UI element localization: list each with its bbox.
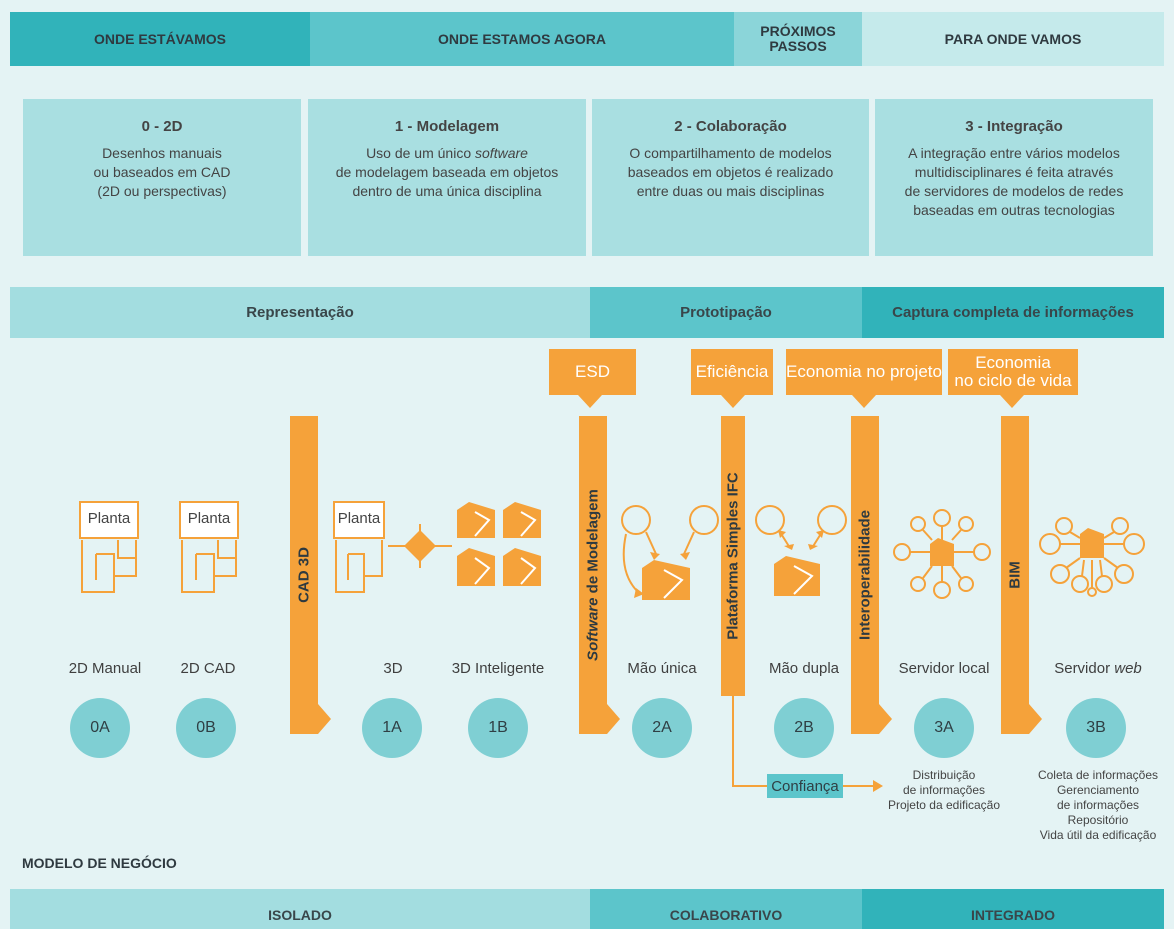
stage-circle-3b: 3B xyxy=(1066,698,1126,758)
planta-icon: Planta xyxy=(332,500,386,594)
header-onde-estamos-agora: ONDE ESTAMOS AGORA xyxy=(310,12,734,66)
stage-label-1a: 3D xyxy=(383,660,403,677)
band-representacao: Representação xyxy=(10,287,590,338)
pillar-label-emphasis: Software xyxy=(584,597,602,661)
3d-diamond-icon xyxy=(388,524,452,568)
mao-dupla-network-icon xyxy=(755,505,847,596)
planta-icon: Planta xyxy=(178,500,240,594)
card-description: Desenhos manuais ou baseados em CAD (2D … xyxy=(93,145,231,199)
card-modelagem: 1 - Modelagem Uso de um único software d… xyxy=(308,99,586,256)
pillar-label: BIM xyxy=(1006,561,1024,589)
stage-label-emphasis: web xyxy=(1114,660,1142,677)
stage-label-part: Servidor xyxy=(1054,660,1115,677)
header-para-onde-vamos: PARA ONDE VAMOS xyxy=(862,12,1164,66)
servidor-local-hub-icon xyxy=(893,509,991,599)
footer-label: ISOLADO xyxy=(268,907,332,923)
stage-label-0a: 2D Manual xyxy=(68,660,142,677)
tag-economia-projeto: Economia no projeto xyxy=(786,349,942,395)
planta-label: Planta xyxy=(337,510,381,527)
pillar-interoperabilidade: Interoperabilidade xyxy=(851,416,879,734)
band-prototipacao: Prototipação xyxy=(590,287,862,338)
stage-circle-0a: 0A xyxy=(70,698,130,758)
pillar-plataforma-ifc: Plataforma Simples IFC xyxy=(721,416,745,696)
tag-eficiencia-arrow xyxy=(721,395,745,408)
tag-economia-ciclo-arrow xyxy=(1000,395,1024,408)
stage-label-1b: 3D Inteligente xyxy=(451,660,545,677)
band-captura: Captura completa de informações xyxy=(862,287,1164,338)
pillar-bim: BIM xyxy=(1001,416,1029,734)
footer-label: INTEGRADO xyxy=(971,907,1055,923)
header-proximos-passos: PRÓXIMOS PASSOS xyxy=(734,12,862,66)
tag-esd: ESD xyxy=(549,349,636,395)
stage-circle-2b: 2B xyxy=(774,698,834,758)
pillar-label-rest: de Modelagem xyxy=(584,489,602,598)
pillar-label: Plataforma Simples IFC xyxy=(724,472,742,640)
pillar-cad-3d: CAD 3D xyxy=(290,416,318,734)
card-title: 0 - 2D xyxy=(141,118,183,135)
stage-circle-2a: 2A xyxy=(632,698,692,758)
card-description: A integração entre vários modelos multid… xyxy=(904,145,1124,218)
note-servidor-web: Coleta de informações Gerenciamento de i… xyxy=(1037,768,1159,842)
footer-label: COLABORATIVO xyxy=(669,907,783,923)
stage-label-3a: Servidor local xyxy=(898,660,990,677)
card-desc-part: Uso de um único xyxy=(366,145,476,161)
3d-cubes-icon xyxy=(457,502,541,586)
card-integracao: 3 - Integração A integração entre vários… xyxy=(875,99,1153,256)
note-servidor-local: Distribuição de informações Projeto da e… xyxy=(887,768,1001,812)
tag-esd-arrow xyxy=(578,395,602,408)
footer-integrado: INTEGRADO xyxy=(862,889,1164,929)
stage-label-2a: Mão única xyxy=(627,660,697,677)
card-title: 1 - Modelagem xyxy=(394,118,500,135)
card-description: O compartilhamento de modelos baseados e… xyxy=(627,145,834,199)
planta-label: Planta xyxy=(187,510,231,527)
footer-isolado: ISOLADO xyxy=(10,889,590,929)
pillar-software-modelagem: Software de Modelagem xyxy=(579,416,607,734)
card-desc-emphasis: software xyxy=(475,145,528,161)
servidor-web-hub-icon xyxy=(1039,517,1145,597)
stage-label-2b: Mão dupla xyxy=(768,660,840,677)
pillar-interop-arrow xyxy=(879,704,892,734)
tag-economia-ciclo: Economia no ciclo de vida xyxy=(948,349,1078,395)
header-onde-estavamos: ONDE ESTÁVAMOS xyxy=(10,12,310,66)
footer-colaborativo: COLABORATIVO xyxy=(590,889,862,929)
card-colaboracao: 2 - Colaboração O compartilhamento de mo… xyxy=(592,99,869,256)
planta-label: Planta xyxy=(87,510,131,527)
card-2d: 0 - 2D Desenhos manuais ou baseados em C… xyxy=(23,99,301,256)
stage-label-0b: 2D CAD xyxy=(180,660,236,677)
tag-eficiencia: Eficiência xyxy=(691,349,773,395)
stage-circle-1a: 1A xyxy=(362,698,422,758)
confianca-label: Confiança xyxy=(767,774,843,798)
stage-circle-3a: 3A xyxy=(914,698,974,758)
planta-icon: Planta xyxy=(78,500,140,594)
tag-economia-projeto-arrow xyxy=(852,395,876,408)
stage-circle-1b: 1B xyxy=(468,698,528,758)
pillar-cad-3d-arrow xyxy=(318,704,331,734)
stage-circle-0b: 0B xyxy=(176,698,236,758)
pillar-software-arrow xyxy=(607,704,620,734)
pillar-label: Software de Modelagem xyxy=(585,489,602,661)
card-description: Uso de um único software de modelagem ba… xyxy=(308,144,586,201)
pillar-label: Interoperabilidade xyxy=(856,509,874,641)
card-desc-part: de modelagem baseada em objetos dentro d… xyxy=(335,164,559,199)
card-title: 2 - Colaboração xyxy=(674,118,787,135)
mao-unica-network-icon xyxy=(621,505,719,600)
pillar-label: CAD 3D xyxy=(295,547,313,603)
stage-label-3b: Servidor web xyxy=(1038,660,1158,677)
card-title: 3 - Integração xyxy=(965,118,1063,135)
pillar-bim-arrow xyxy=(1029,704,1042,734)
modelo-negocio-label: MODELO DE NEGÓCIO xyxy=(22,855,177,871)
